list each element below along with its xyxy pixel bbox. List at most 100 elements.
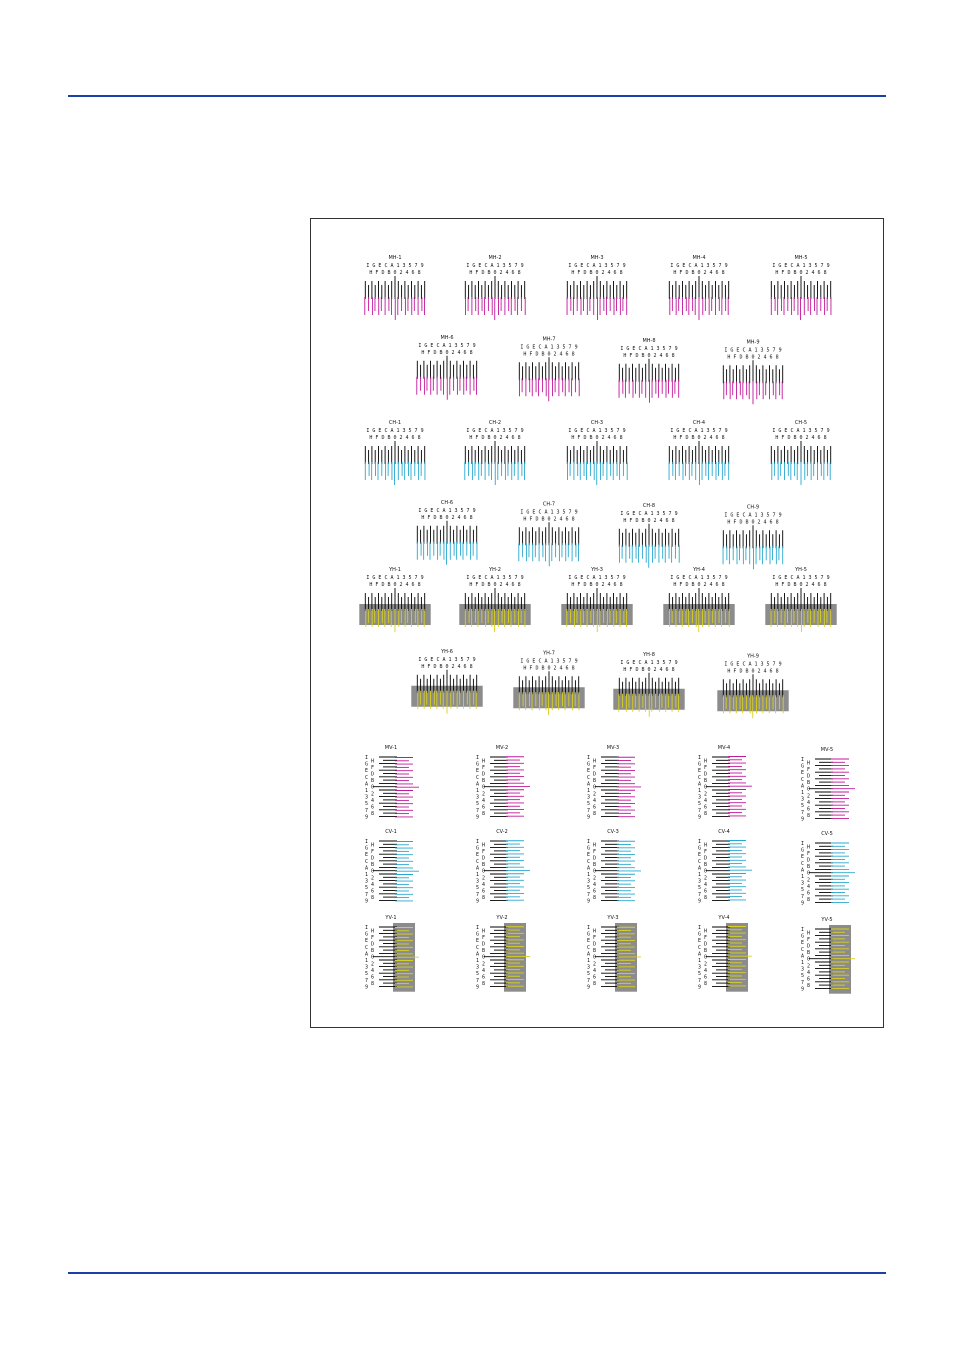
header-rule (68, 95, 886, 97)
scale-label: G (801, 764, 804, 770)
scale-label: 2 (807, 793, 810, 799)
scale-label: 3 (801, 881, 804, 887)
pattern-bottom-scale: H F D B 0 2 4 6 8 (673, 435, 724, 441)
scale-label: 7 (476, 978, 479, 984)
scale-label: 6 (807, 891, 810, 897)
scale-label: D (482, 772, 485, 778)
pattern-label: YV-1 (384, 915, 396, 921)
scale-label: 0 (593, 955, 596, 961)
scale-label: G (365, 846, 368, 852)
scale-label: 6 (482, 889, 485, 895)
pattern-top-scale: I G E C A 1 3 5 7 9 (366, 263, 423, 269)
scale-label: 9 (698, 984, 701, 990)
scale-label: 0 (593, 869, 596, 875)
scale-label: 5 (801, 887, 804, 893)
scale-label: 2 (482, 961, 485, 967)
scale-label: E (365, 938, 368, 944)
scale-label: G (698, 762, 701, 768)
scale-label: 2 (371, 961, 374, 967)
pattern-bottom-scale: H F D B 0 2 4 6 8 (571, 582, 622, 588)
scale-label: B (593, 778, 596, 784)
scale-label: C (587, 945, 590, 951)
scale-label: B (704, 778, 707, 784)
scale-label: D (482, 856, 485, 862)
pattern-top-scale: I G E C A 1 3 5 7 9 (366, 575, 423, 581)
scale-label: C (801, 777, 804, 783)
pattern-mh-5: MH-5I G E C A 1 3 5 7 9H F D B 0 2 4 6 8 (770, 255, 832, 320)
pattern-bottom-scale: H F D B 0 2 4 6 8 (727, 354, 778, 360)
scale-label: B (593, 948, 596, 954)
pattern-label: MH-6 (440, 335, 453, 341)
scale-label: F (807, 937, 810, 943)
scale-label: 1 (476, 788, 479, 794)
scale-label: H (371, 928, 374, 934)
scale-label: B (371, 862, 374, 868)
scale-label: I (365, 925, 368, 931)
pattern-top-scale: I G E C A 1 3 5 7 9 (670, 575, 727, 581)
scale-label: 5 (587, 885, 590, 891)
scale-label: 7 (365, 978, 368, 984)
scale-label: I (476, 755, 479, 761)
scale-label: 8 (371, 895, 374, 901)
scale-label: 9 (587, 814, 590, 820)
pattern-label: MH-8 (642, 338, 655, 344)
pattern-label: MH-3 (590, 255, 603, 261)
pattern-top-scale: I G E C A 1 3 5 7 9 (466, 428, 523, 434)
scale-label: A (587, 781, 590, 787)
pattern-bottom-scale: H F D B 0 2 4 6 8 (571, 435, 622, 441)
scale-label: C (365, 859, 368, 865)
scale-label: 9 (801, 986, 804, 992)
scale-label: 2 (482, 875, 485, 881)
pattern-yh-1: YH-1I G E C A 1 3 5 7 9H F D B 0 2 4 6 8 (359, 567, 431, 632)
pattern-ch-7: CH-7I G E C A 1 3 5 7 9H F D B 0 2 4 6 8 (518, 501, 580, 567)
scale-label: E (476, 938, 479, 944)
scale-label: 0 (807, 871, 810, 877)
scale-label: F (807, 767, 810, 773)
scale-label: H (482, 758, 485, 764)
scale-label: H (593, 842, 596, 848)
scale-label: A (587, 865, 590, 871)
scale-label: 8 (704, 895, 707, 901)
scale-label: D (807, 774, 810, 780)
pattern-label: MV-5 (821, 747, 833, 753)
pattern-label: YH-2 (488, 567, 501, 573)
scale-label: 2 (807, 877, 810, 883)
pattern-label: MV-4 (718, 745, 730, 751)
scale-label: 1 (476, 958, 479, 964)
scale-label: I (365, 839, 368, 845)
scale-label: I (801, 927, 804, 933)
scale-label: 7 (587, 978, 590, 984)
scale-label: 3 (365, 795, 368, 801)
scale-label: B (371, 778, 374, 784)
pattern-bottom-scale: H F D B 0 2 4 6 8 (727, 519, 778, 525)
pattern-label: YV-3 (606, 915, 618, 921)
scale-label: 3 (698, 879, 701, 885)
pattern-label: MH-4 (692, 255, 705, 261)
pattern-label: MH-1 (388, 255, 401, 261)
scale-label: 5 (476, 801, 479, 807)
scale-label: G (365, 762, 368, 768)
pattern-label: YH-4 (692, 567, 705, 573)
scale-label: F (593, 849, 596, 855)
pattern-label: CH-3 (591, 420, 603, 426)
scale-label: I (801, 841, 804, 847)
scale-label: 8 (807, 813, 810, 819)
pattern-label: YH-9 (746, 653, 759, 659)
scale-label: C (476, 775, 479, 781)
scale-label: C (801, 861, 804, 867)
scale-label: I (698, 755, 701, 761)
scale-label: 5 (476, 971, 479, 977)
pattern-label: MV-1 (385, 745, 397, 751)
pattern-top-scale: I G E C A 1 3 5 7 9 (724, 347, 781, 353)
pattern-ch-3: CH-3I G E C A 1 3 5 7 9H F D B 0 2 4 6 8 (566, 420, 628, 485)
pattern-yh-9: YH-9I G E C A 1 3 5 7 9H F D B 0 2 4 6 8 (717, 653, 789, 719)
scale-label: 1 (476, 872, 479, 878)
scale-label: 3 (365, 965, 368, 971)
scale-label: 3 (476, 879, 479, 885)
